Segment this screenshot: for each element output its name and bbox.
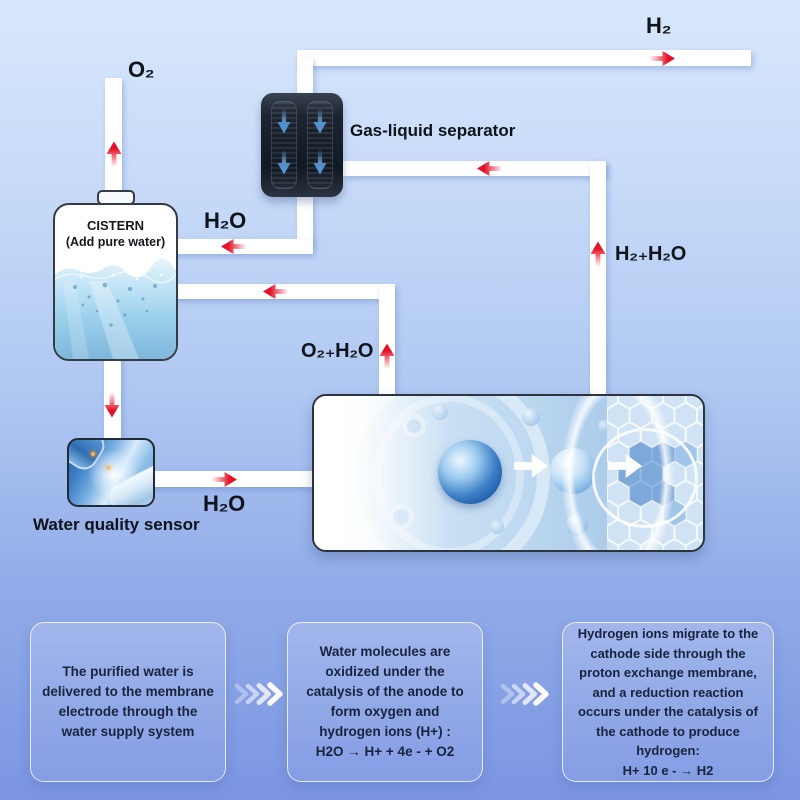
label-o2-h2o: O₂₊H₂O <box>301 340 374 362</box>
water-droplet <box>490 520 504 534</box>
step-box-3: Hydrogen ions migrate to the cathode sid… <box>562 622 774 782</box>
cistern-tank: CISTERN (Add pure water) <box>53 203 178 361</box>
gas-liquid-separator-device <box>261 93 343 197</box>
step-2-equation: H2O → H+ + 4e - + O2 <box>315 744 455 759</box>
step-chevrons-icon <box>234 682 283 706</box>
label-gas-liquid-separator: Gas-liquid separator <box>350 121 516 140</box>
pipe-h2-h2o-riser <box>590 161 606 399</box>
label-water-quality-sensor: Water quality sensor <box>33 515 200 534</box>
membrane-left-fade <box>314 396 449 550</box>
step-2-text: Water molecules are oxidized under the c… <box>306 644 464 739</box>
pipe-o2-out <box>105 78 122 194</box>
step-1-text: The purified water is delivered to the m… <box>42 664 214 739</box>
pipe-separator-down <box>297 195 313 245</box>
cistern-title-text: CISTERN <box>86 218 145 233</box>
pipe-separator-inlet <box>343 161 606 176</box>
membrane-electrode-photo <box>312 394 705 552</box>
label-o2: O₂ <box>128 57 155 82</box>
water-droplet <box>522 408 540 426</box>
cistern-subtitle-text: (Add pure water) <box>65 235 166 249</box>
water-molecule-large <box>438 440 502 504</box>
water-droplet <box>432 404 448 420</box>
step-3-text: Hydrogen ions migrate to the cathode sid… <box>577 626 759 758</box>
label-h2o-return: H₂O <box>204 208 246 233</box>
water-quality-sensor-photo <box>67 438 155 507</box>
sensor-sparkle <box>107 466 110 469</box>
cistern-title: CISTERN (Add pure water) <box>55 217 176 251</box>
step-chevrons-icon <box>500 682 549 706</box>
label-h2-h2o: H₂₊H₂O <box>615 243 686 265</box>
step-box-2: Water molecules are oxidized under the c… <box>287 622 483 782</box>
step-box-1: The purified water is delivered to the m… <box>30 622 226 782</box>
pipe-o2-h2o-riser <box>379 284 395 399</box>
cistern-water-illustration <box>55 255 176 359</box>
sensor-sparkle <box>91 452 95 456</box>
label-h2: H₂ <box>646 13 672 38</box>
step-3-equation: H+ 10 e - → H2 <box>622 762 714 778</box>
pipe-separator-up <box>297 58 313 96</box>
label-h2o-supply: H₂O <box>203 491 245 516</box>
honeycomb-highlight-ring <box>592 428 698 528</box>
pipe-h2-out <box>297 50 751 66</box>
